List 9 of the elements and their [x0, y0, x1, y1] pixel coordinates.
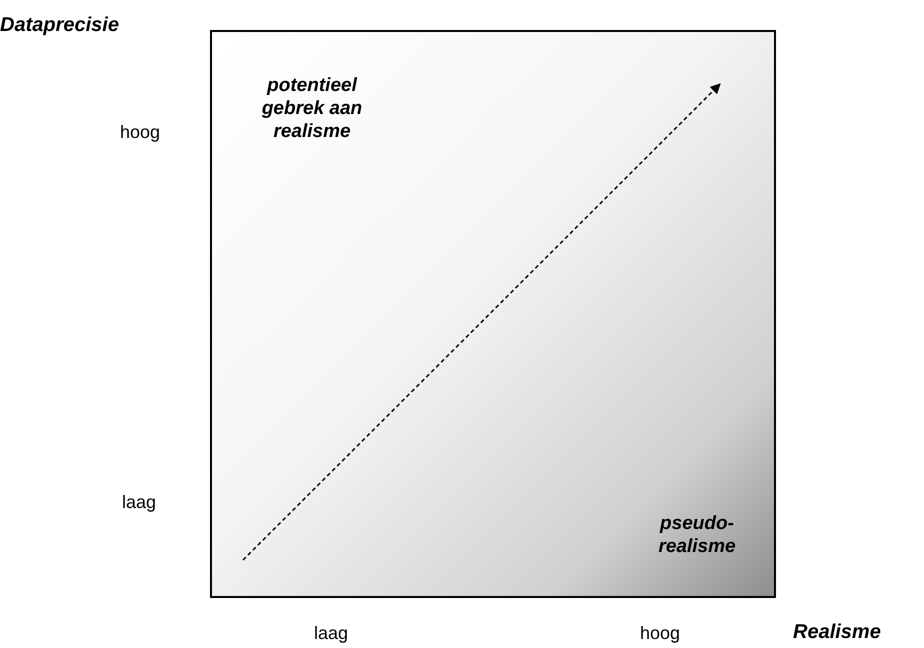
chart-area: [210, 30, 776, 598]
quadrant-label: potentieel gebrek aan realisme: [260, 74, 364, 143]
axis-tick-label: laag: [122, 491, 156, 513]
axis-tick-label: hoog: [120, 121, 160, 143]
axis-title: Realisme: [793, 621, 881, 643]
axis-tick-label: hoog: [640, 622, 680, 644]
axis-tick-label: laag: [314, 622, 348, 644]
axis-title: Dataprecisie: [0, 14, 119, 36]
quadrant-label: pseudo-realisme: [657, 512, 737, 558]
